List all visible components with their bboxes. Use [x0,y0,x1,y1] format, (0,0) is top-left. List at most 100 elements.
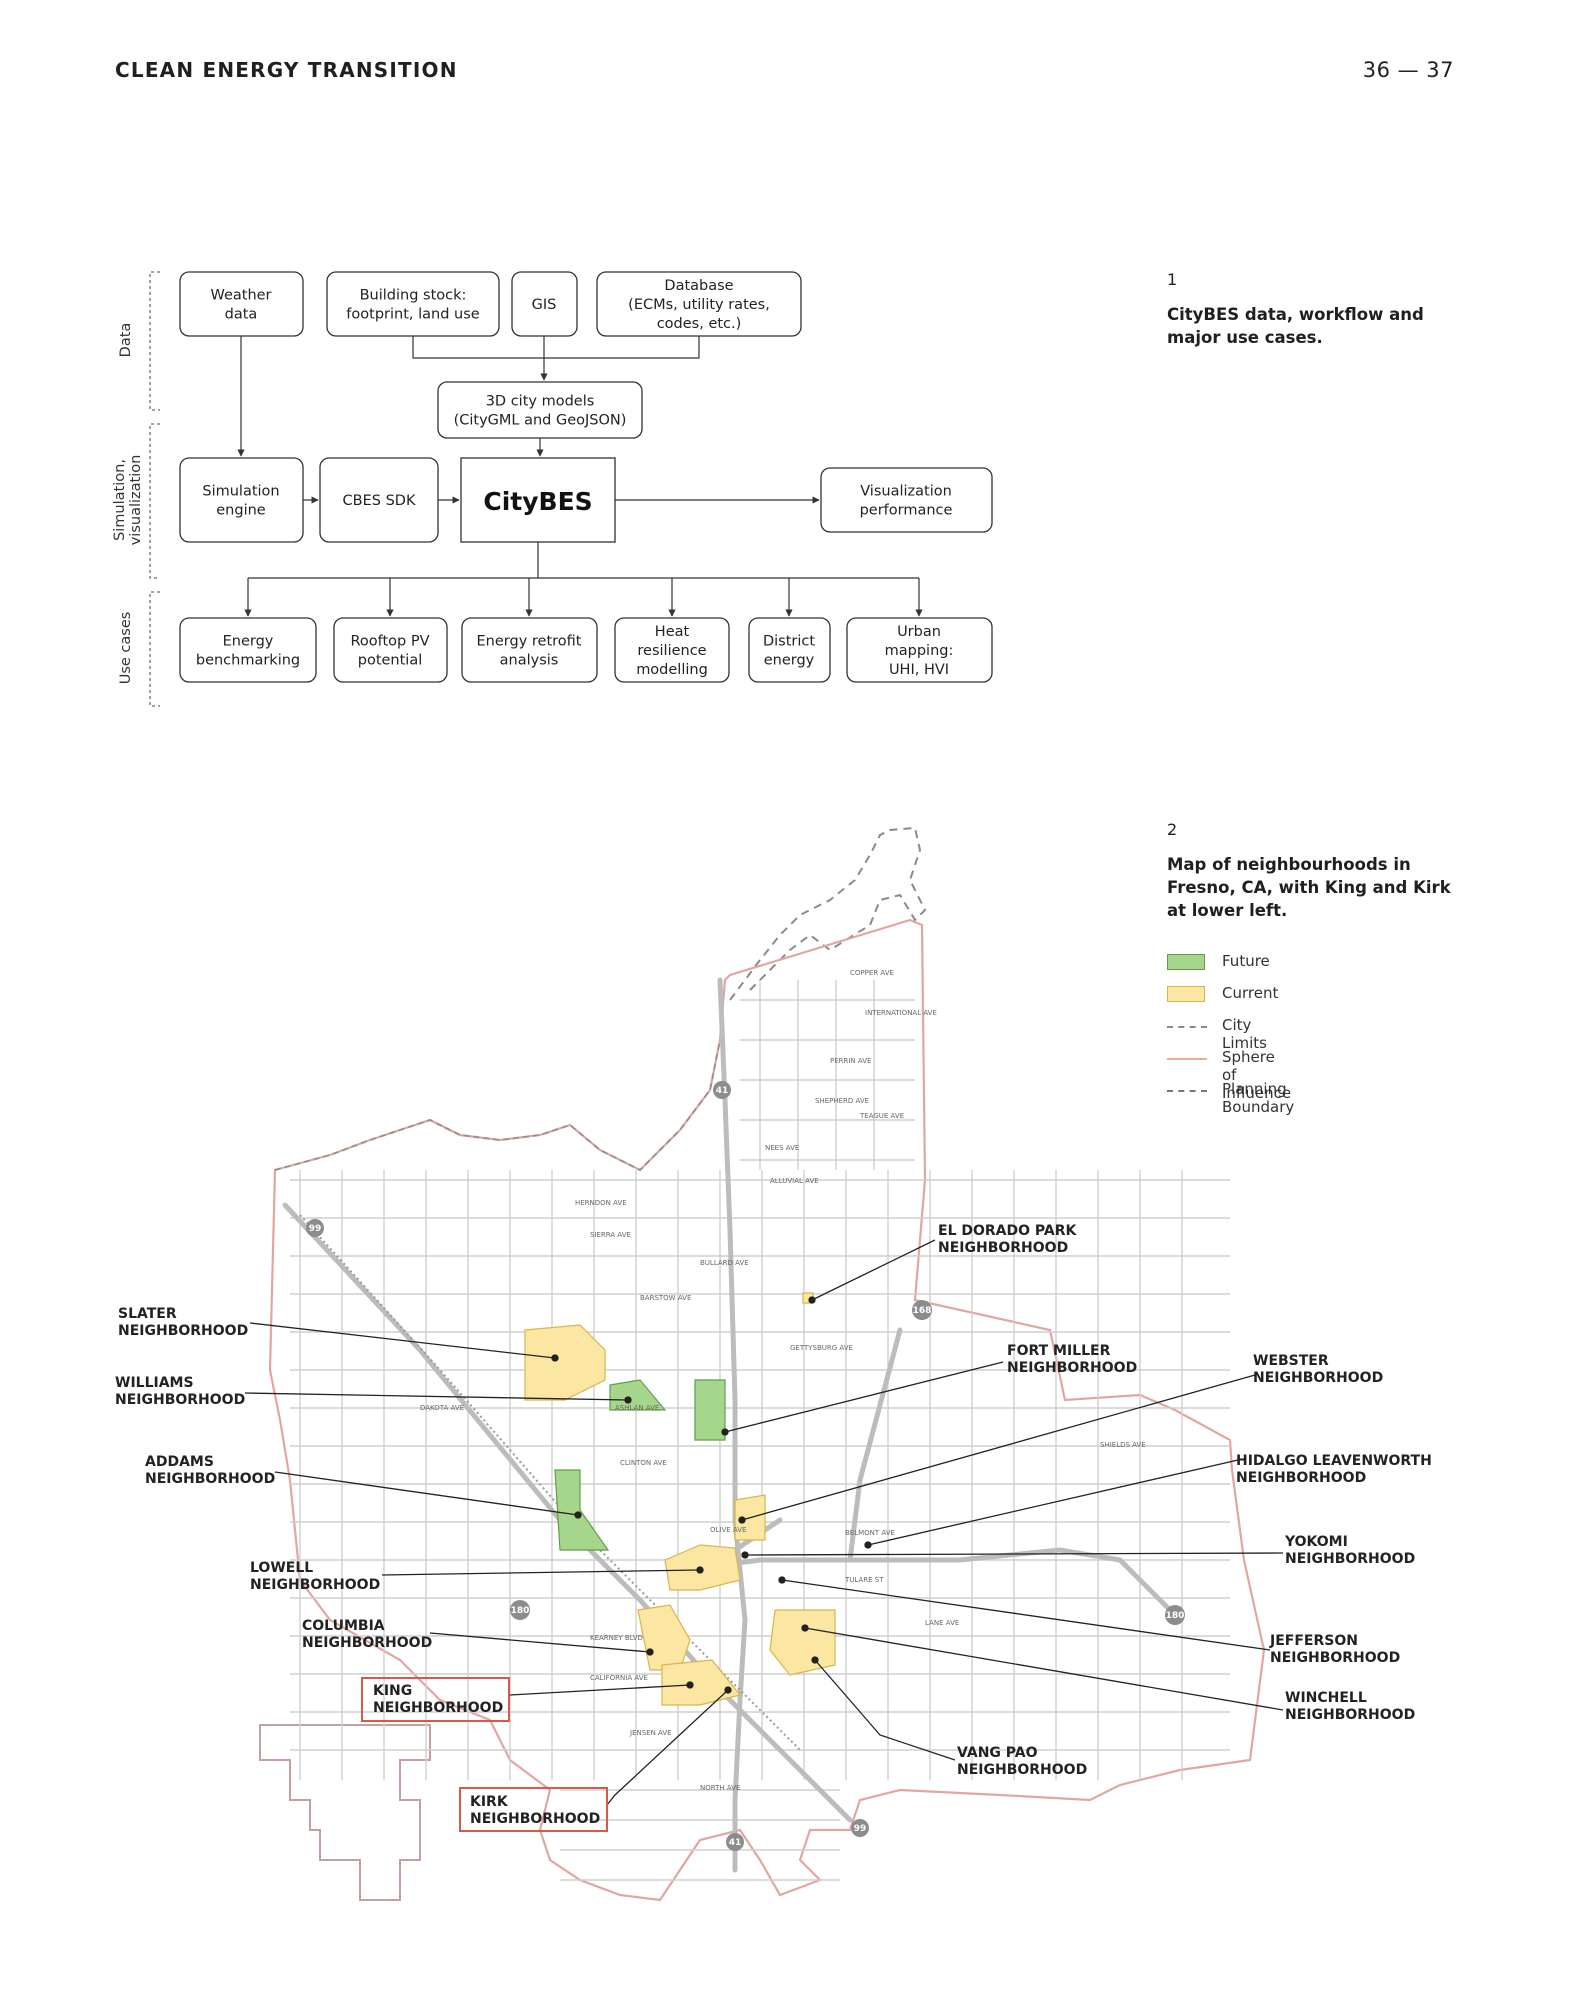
shield-180-west: 180 [510,1600,530,1620]
svg-text:Building stock:footprint, land: Building stock:footprint, land use [346,288,479,323]
street-label: CLINTON AVE [620,1459,667,1467]
citybes-workflow-diagram: Data Simulation,visualization Use cases … [112,271,993,707]
svg-text:CBES SDK: CBES SDK [343,493,416,509]
svg-text:99: 99 [309,1224,322,1234]
citybes-label: CityBES [483,487,592,516]
box-cbes-sdk: CBES SDK [319,457,439,543]
box-3d-city-models: 3D city models(CityGML and GeoJSON) [437,381,643,439]
neighborhood-leader-lines [244,1239,1284,1806]
category-brackets [149,271,160,707]
street-label: SHIELDS AVE [1100,1441,1146,1449]
area-vang-pao [769,1609,836,1676]
railroad [299,1214,801,1751]
svg-text:Database(ECMs, utility rates,c: Database(ECMs, utility rates,codes, etc.… [628,278,770,332]
street-label: SIERRA AVE [590,1231,631,1239]
street-label: CALIFORNIA AVE [590,1674,648,1682]
street-label: TEAGUE AVE [859,1112,904,1120]
city-limits-west [274,1039,721,1171]
legend-future-swatch [1167,954,1205,970]
svg-text:168: 168 [913,1306,932,1316]
box-citybes: CityBES [460,457,616,543]
area-williams [609,1379,667,1411]
legend-city-limits-line [1167,1026,1207,1028]
shield-168: 168 [912,1300,932,1320]
street-label: BELMONT AVE [845,1529,895,1537]
street-label: BULLARD AVE [700,1259,749,1267]
legend-planning-line [1167,1090,1207,1092]
major-roads [282,977,1183,1873]
svg-text:99: 99 [854,1824,867,1834]
street-labels: COPPER AVE INTERNATIONAL AVE PERRIN AVE SHE… [420,969,1146,1792]
svg-text:GIS: GIS [532,297,557,313]
street-label: COPPER AVE [850,969,894,977]
street-label: SHEPHERD AVE [815,1097,869,1105]
street-label: GETTYSBURG AVE [790,1344,853,1352]
figure-1-number: 1 [1167,270,1178,289]
kirk-highlight-box [459,1787,608,1832]
shield-99-south: 99 [851,1819,869,1837]
street-label: NORTH AVE [700,1784,740,1792]
shield-41-south: 41 [726,1833,744,1851]
svg-text:180: 180 [1166,1611,1185,1621]
street-label: PERRIN AVE [830,1057,871,1065]
legend-current-swatch [1167,986,1205,1002]
box-building-stock: Building stock:footprint, land use [326,271,500,337]
svg-text:41: 41 [716,1086,729,1096]
shield-99-north: 99 [306,1219,324,1237]
street-label: HERNDON AVE [575,1199,627,1207]
area-slater [524,1324,606,1401]
legend-sphere-line [1167,1058,1207,1060]
area-eldorado [802,1292,814,1304]
svg-text:41: 41 [729,1838,742,1848]
street-label: DAKOTA AVE [420,1404,464,1412]
page-numbers: 36 — 37 [1362,58,1454,82]
neighborhood-areas [524,1292,836,1706]
figure-2-number: 2 [1167,820,1178,839]
highway-shields: 41 99 168 180 180 41 99 [306,1081,1185,1851]
street-label: BARSTOW AVE [640,1294,691,1302]
area-king [661,1659,742,1706]
southwest-parcel [259,1724,431,1901]
area-fort-miller [694,1379,726,1441]
street-label: LANE AVE [925,1619,959,1627]
figure-1-text: CityBES data, workflow and major use cas… [1167,305,1424,347]
area-addams [554,1469,610,1551]
king-highlight-box [361,1677,510,1722]
street-label: OLIVE AVE [710,1526,746,1534]
street-label: ASHLAN AVE [615,1404,659,1412]
street-label: NEES AVE [765,1144,799,1152]
area-webster [734,1494,766,1541]
street-label: TULARE ST [844,1576,884,1584]
street-grid [290,980,1230,1881]
street-label: INTERNATIONAL AVE [865,1009,937,1017]
shield-41-north: 41 [713,1081,731,1099]
svg-text:3D city models(CityGML and Geo: 3D city models(CityGML and GeoJSON) [454,394,627,429]
